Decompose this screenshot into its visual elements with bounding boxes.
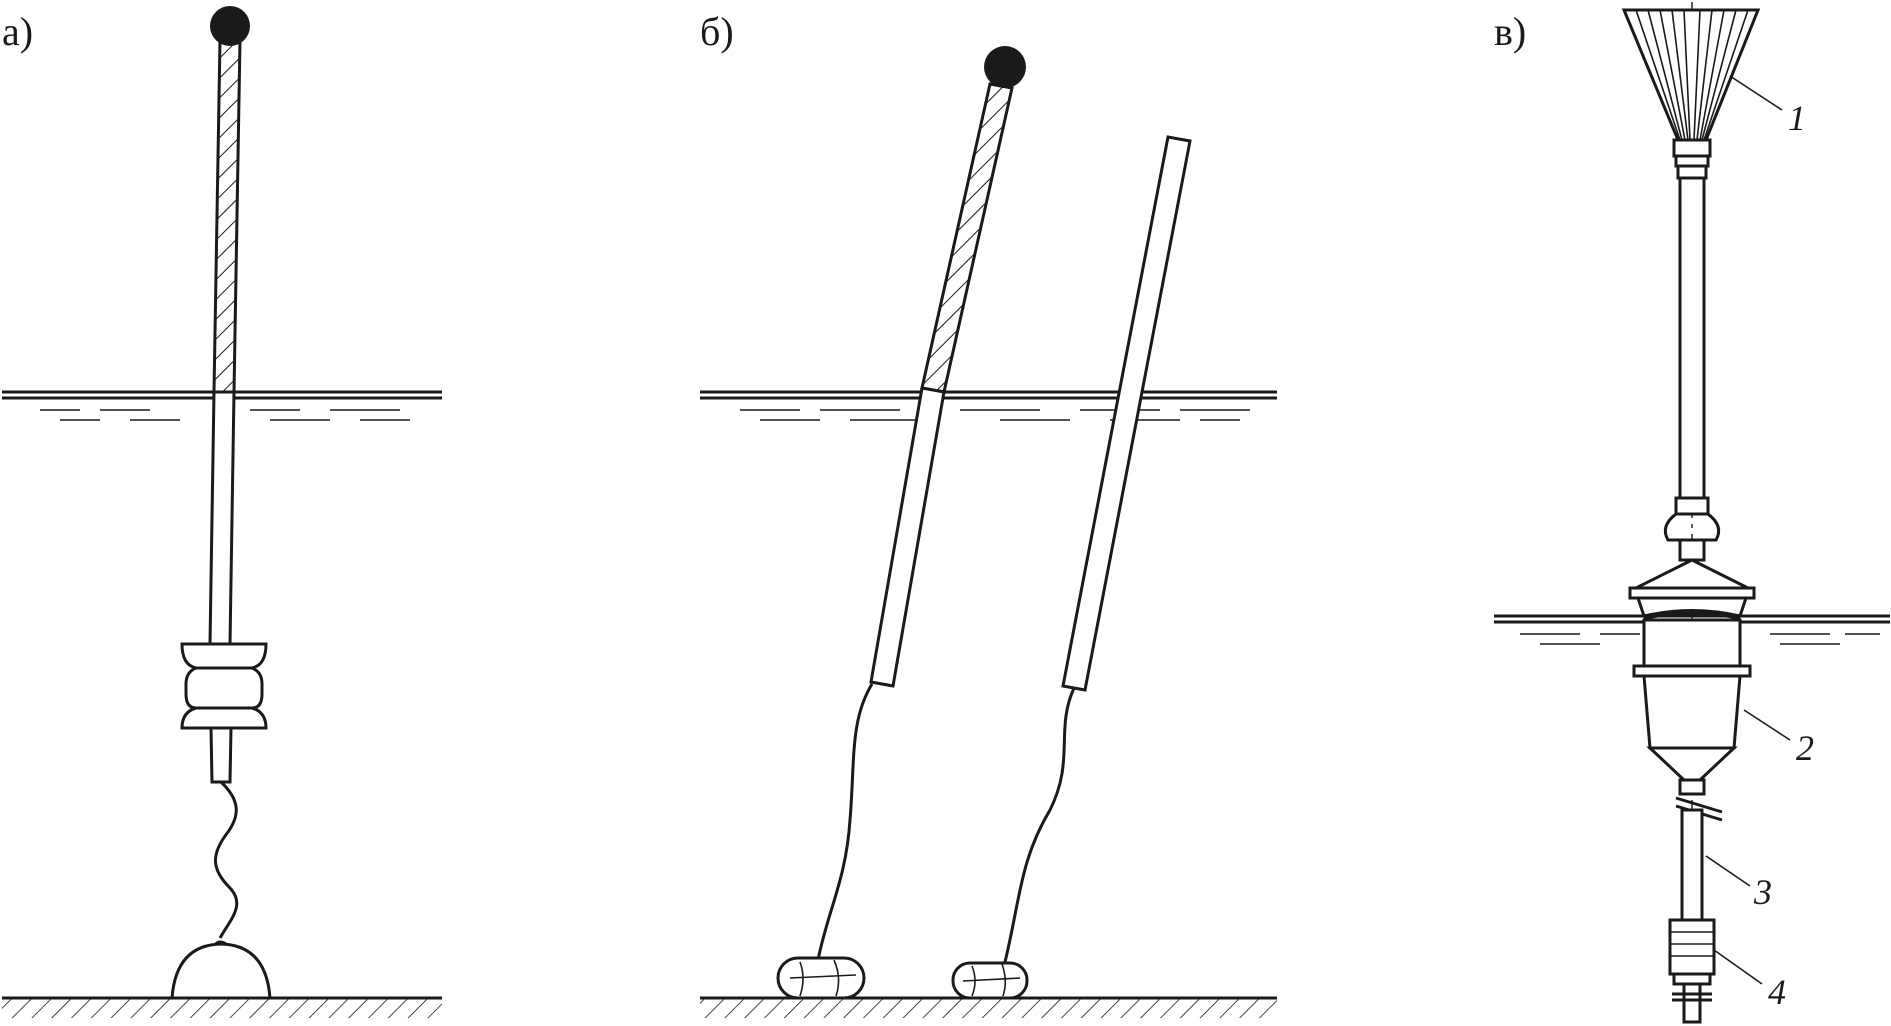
panel-c: в) — [1494, 2, 1890, 1024]
callout-2: 2 — [1796, 728, 1814, 768]
panel-c-mast — [1678, 176, 1706, 500]
panel-b-mooring-line-1 — [816, 683, 874, 961]
panel-b-anchor-stone-2 — [951, 961, 1029, 1000]
panel-b-pole-1-upper — [920, 82, 1014, 394]
callout-1: 1 — [1788, 98, 1806, 138]
panel-a-stem — [209, 726, 233, 784]
panel-a-ball-marker — [210, 6, 250, 46]
panel-c-lower-rod — [1675, 778, 1723, 922]
panel-a-mooring-line — [214, 780, 239, 939]
panel-b-anchor-stone-1 — [776, 956, 866, 1000]
panel-b-label: б) — [700, 9, 734, 54]
panel-a-ground — [2, 996, 442, 1018]
panel-a: а) — [2, 6, 442, 1018]
panel-b: б) — [700, 9, 1277, 1018]
panel-c-label: в) — [1494, 9, 1526, 54]
panel-c-shackle — [1663, 496, 1721, 562]
panel-b-pole-2 — [1061, 135, 1192, 692]
panel-c-counterweight — [1668, 918, 1716, 1024]
callout-3: 3 — [1753, 872, 1772, 912]
panel-a-float — [180, 642, 268, 730]
panel-a-label: а) — [2, 9, 33, 54]
panel-a-anchor — [170, 940, 272, 1000]
panel-b-ball-marker — [984, 46, 1026, 88]
panel-a-pole-upper — [212, 38, 242, 394]
panel-b-water-surface — [700, 390, 1277, 421]
panel-b-pole-1-lower — [869, 386, 946, 688]
panel-c-leader-lines — [1705, 75, 1791, 985]
callout-4: 4 — [1768, 972, 1786, 1012]
panel-b-ground — [700, 996, 1277, 1018]
panel-a-pole-lower — [208, 390, 236, 646]
panel-c-cone-reflector — [1621, 8, 1761, 142]
panel-c-collar-upper — [1672, 138, 1712, 180]
panel-c-float-body — [1628, 558, 1756, 782]
panel-b-mooring-line-2 — [1003, 687, 1076, 963]
